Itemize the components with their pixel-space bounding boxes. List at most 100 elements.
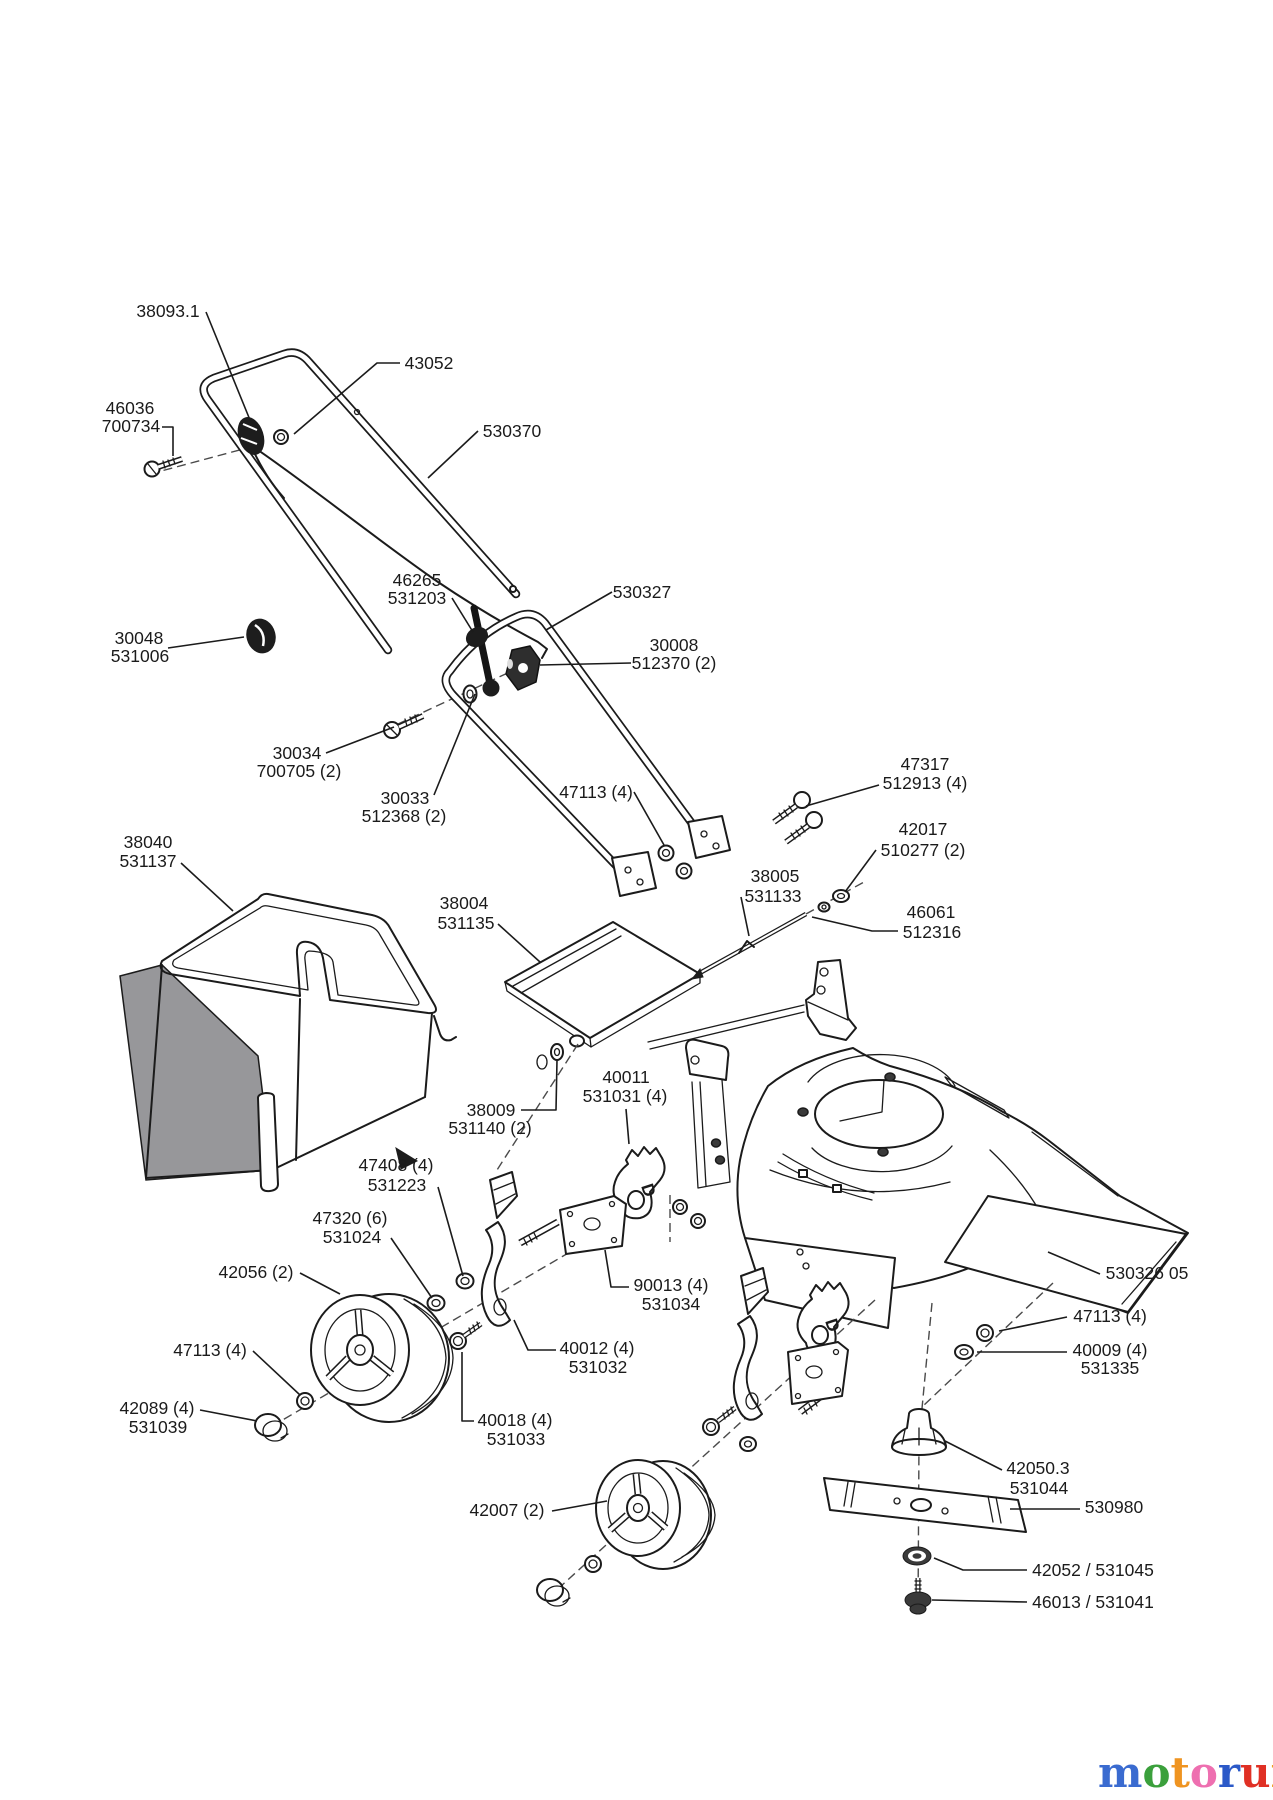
- svg-text:42056 (2): 42056 (2): [219, 1262, 294, 1282]
- label-40011: 40011 531031 (4): [583, 1067, 668, 1145]
- nuts-47113-mid: [657, 844, 693, 880]
- svg-text:531140 (2): 531140 (2): [448, 1118, 531, 1138]
- tube-end-hole: [509, 585, 517, 593]
- hinge-clip: [798, 1169, 808, 1178]
- svg-text:38009: 38009: [467, 1100, 516, 1120]
- svg-text:46265: 46265: [393, 570, 442, 590]
- motoruf-logo[interactable]: motoruf.de: [1098, 1748, 1273, 1797]
- bag-support-rod: [257, 1092, 279, 1193]
- svg-text:47113 (4): 47113 (4): [559, 782, 633, 802]
- svg-text:512370 (2): 512370 (2): [632, 653, 717, 673]
- mower-deck: [647, 959, 1189, 1329]
- washer-47408: [455, 1272, 475, 1290]
- label-46013: 46013 / 531041: [931, 1592, 1154, 1612]
- bolts-47317: [772, 791, 823, 845]
- tube-hole: [353, 408, 361, 416]
- svg-text:30034: 30034: [273, 743, 322, 763]
- svg-text:30048: 30048: [115, 628, 164, 648]
- label-30008: 30008 512370 (2): [539, 635, 717, 673]
- svg-text:700705 (2): 700705 (2): [257, 761, 342, 781]
- svg-text:38004: 38004: [440, 893, 489, 913]
- deck-rear-slot: [777, 1153, 875, 1201]
- svg-text:40012 (4): 40012 (4): [560, 1338, 635, 1358]
- bolt-40018: [449, 1321, 483, 1350]
- label-42050: 42050.3 531044: [944, 1440, 1070, 1498]
- label-38040: 38040 531137: [119, 832, 234, 912]
- opening-radial-lines: [839, 1079, 885, 1122]
- mount-hole-dark: [710, 1138, 722, 1148]
- deck-stud: [884, 1072, 896, 1082]
- skirt-hole: [796, 1248, 804, 1256]
- skirt-edge: [1121, 1241, 1177, 1305]
- label-38009: 38009 531140 (2): [448, 1059, 558, 1138]
- svg-text:30033: 30033: [381, 788, 430, 808]
- bag-frame-inner: [172, 905, 420, 1006]
- svg-text:40011: 40011: [602, 1067, 649, 1087]
- bolt-46013: [904, 1578, 932, 1615]
- svg-text:530980: 530980: [1085, 1497, 1144, 1517]
- lever-40012-left: [480, 1221, 511, 1327]
- bag-frame-outer: [159, 892, 437, 1015]
- rear-plate: [504, 921, 701, 1048]
- cable-clamp-46265: [465, 604, 500, 697]
- deck-blade-opening: [814, 1079, 944, 1149]
- label-46036: 46036 700734: [102, 398, 174, 456]
- svg-text:531006: 531006: [111, 646, 169, 666]
- svg-text:531133: 531133: [744, 886, 801, 906]
- bracket-hole: [819, 967, 829, 977]
- deck-stud: [877, 1147, 889, 1157]
- svg-text:46013 / 531041: 46013 / 531041: [1032, 1592, 1154, 1612]
- svg-text:47113 (4): 47113 (4): [173, 1340, 247, 1360]
- pawl-marking: D: [821, 1316, 844, 1334]
- bag-body-lines: [145, 964, 433, 1179]
- label-30048: 30048 531006: [111, 628, 245, 666]
- bag-arrow-mark: [395, 1146, 419, 1170]
- label-47113-left: 47113 (4): [173, 1340, 301, 1396]
- svg-text:40009 (4): 40009 (4): [1073, 1340, 1148, 1360]
- deck-lip: [647, 1004, 805, 1050]
- wedge-left: [489, 1171, 518, 1219]
- svg-text:531031 (4): 531031 (4): [583, 1086, 668, 1106]
- label-90013: 90013 (4) 531034: [604, 1249, 708, 1314]
- label-47408: 47408 (4) 531223: [359, 1155, 464, 1277]
- deck-rear-skirt: [944, 1195, 1187, 1313]
- washer-40009: [954, 1344, 974, 1360]
- svg-text:531033: 531033: [487, 1429, 545, 1449]
- label-40012: 40012 (4) 531032: [513, 1319, 635, 1377]
- bolt-30034: [383, 713, 425, 739]
- bracket-fold: [807, 1001, 849, 1021]
- label-46061: 46061 512316: [811, 902, 961, 942]
- label-38093-1: 38093.1: [136, 301, 251, 421]
- motoruf-wordmark[interactable]: motoruf.de: [1098, 1748, 1273, 1797]
- svg-text:42007 (2): 42007 (2): [470, 1500, 545, 1520]
- svg-text:531024: 531024: [323, 1227, 382, 1247]
- hub-cap-42089: [254, 1413, 289, 1442]
- wheel-42056: [310, 1293, 454, 1423]
- svg-text:47317: 47317: [901, 754, 950, 774]
- svg-text:42050.3: 42050.3: [1006, 1458, 1069, 1478]
- svg-text:531034: 531034: [642, 1294, 701, 1314]
- svg-text:531223: 531223: [368, 1175, 426, 1195]
- nut-43052: [273, 429, 289, 445]
- svg-text:42052 / 531045: 42052 / 531045: [1032, 1560, 1154, 1580]
- svg-text:42089 (4): 42089 (4): [120, 1398, 195, 1418]
- svg-text:40018 (4): 40018 (4): [478, 1410, 553, 1430]
- svg-text:531044: 531044: [1010, 1478, 1069, 1498]
- label-530980: 530980: [1010, 1497, 1143, 1517]
- lever-40012-right: [732, 1315, 763, 1421]
- svg-text:531335: 531335: [1081, 1358, 1139, 1378]
- cable-clamp-top: [237, 417, 265, 455]
- hinge-clip: [832, 1184, 842, 1193]
- svg-text:531137: 531137: [119, 851, 176, 871]
- part-number: 38093.1: [136, 301, 199, 321]
- svg-text:530370: 530370: [483, 421, 542, 441]
- washer-47320: [426, 1294, 446, 1312]
- grass-bag: [119, 892, 457, 1193]
- knob-30008: [505, 645, 541, 691]
- nut-47113-left: [296, 1392, 314, 1410]
- svg-text:38005: 38005: [751, 866, 800, 886]
- svg-text:531039: 531039: [129, 1417, 187, 1437]
- svg-text:42017: 42017: [899, 819, 948, 839]
- nut-47113-deck: [976, 1324, 994, 1342]
